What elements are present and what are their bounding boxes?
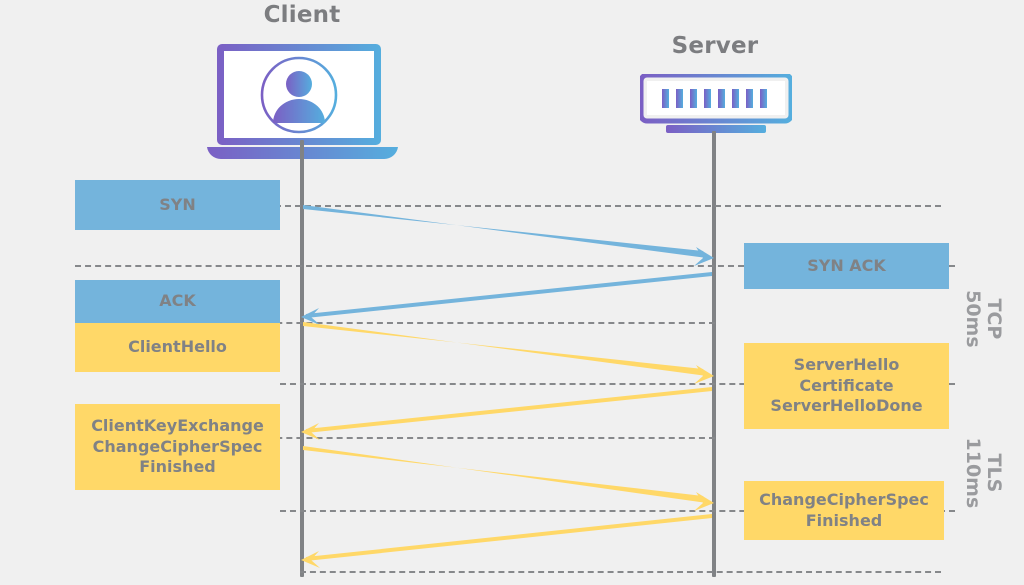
server-title: Server: [671, 33, 759, 59]
arrow-serverfinished: [301, 514, 712, 568]
phase-tls-line1: TLS: [982, 453, 1005, 493]
phase-label-tls: TLS 110ms: [962, 433, 1005, 513]
time-rule-serverhello: [280, 383, 955, 385]
server-lifeline: [712, 131, 716, 577]
arrow-serverhello: [301, 387, 712, 440]
time-rule-synack: [75, 265, 955, 267]
message-box-changecipherspec[interactable]: ChangeCipherSpec Finished: [744, 481, 944, 540]
phase-tcp-line2: 50ms: [962, 290, 984, 348]
time-rule-final: [300, 571, 941, 573]
arrow-clientkeyexchange: [303, 446, 714, 511]
arrow-syn: [303, 205, 714, 266]
message-box-clienthello[interactable]: ClientHello: [75, 323, 280, 372]
time-rule-changecipher: [280, 510, 955, 512]
phase-label-tcp: TCP 50ms: [962, 279, 1005, 359]
server-rack-icon: [640, 74, 792, 133]
client-title: Client: [263, 2, 341, 28]
message-box-clientkeyexchange[interactable]: ClientKeyExchange ChangeCipherSpec Finis…: [75, 404, 280, 490]
arrow-clienthello: [303, 322, 714, 384]
message-box-synack[interactable]: SYN ACK: [744, 243, 949, 289]
client-lifeline: [300, 140, 304, 577]
message-box-syn[interactable]: SYN: [75, 180, 280, 230]
laptop-user-icon: [207, 44, 398, 160]
message-box-serverhello[interactable]: ServerHello Certificate ServerHelloDone: [744, 343, 949, 429]
message-box-ack[interactable]: ACK: [75, 280, 280, 323]
phase-tls-line2: 110ms: [962, 437, 984, 509]
arrow-synack: [301, 272, 712, 325]
phase-tcp-line1: TCP: [982, 298, 1005, 340]
time-rule-clientkey: [75, 437, 715, 439]
